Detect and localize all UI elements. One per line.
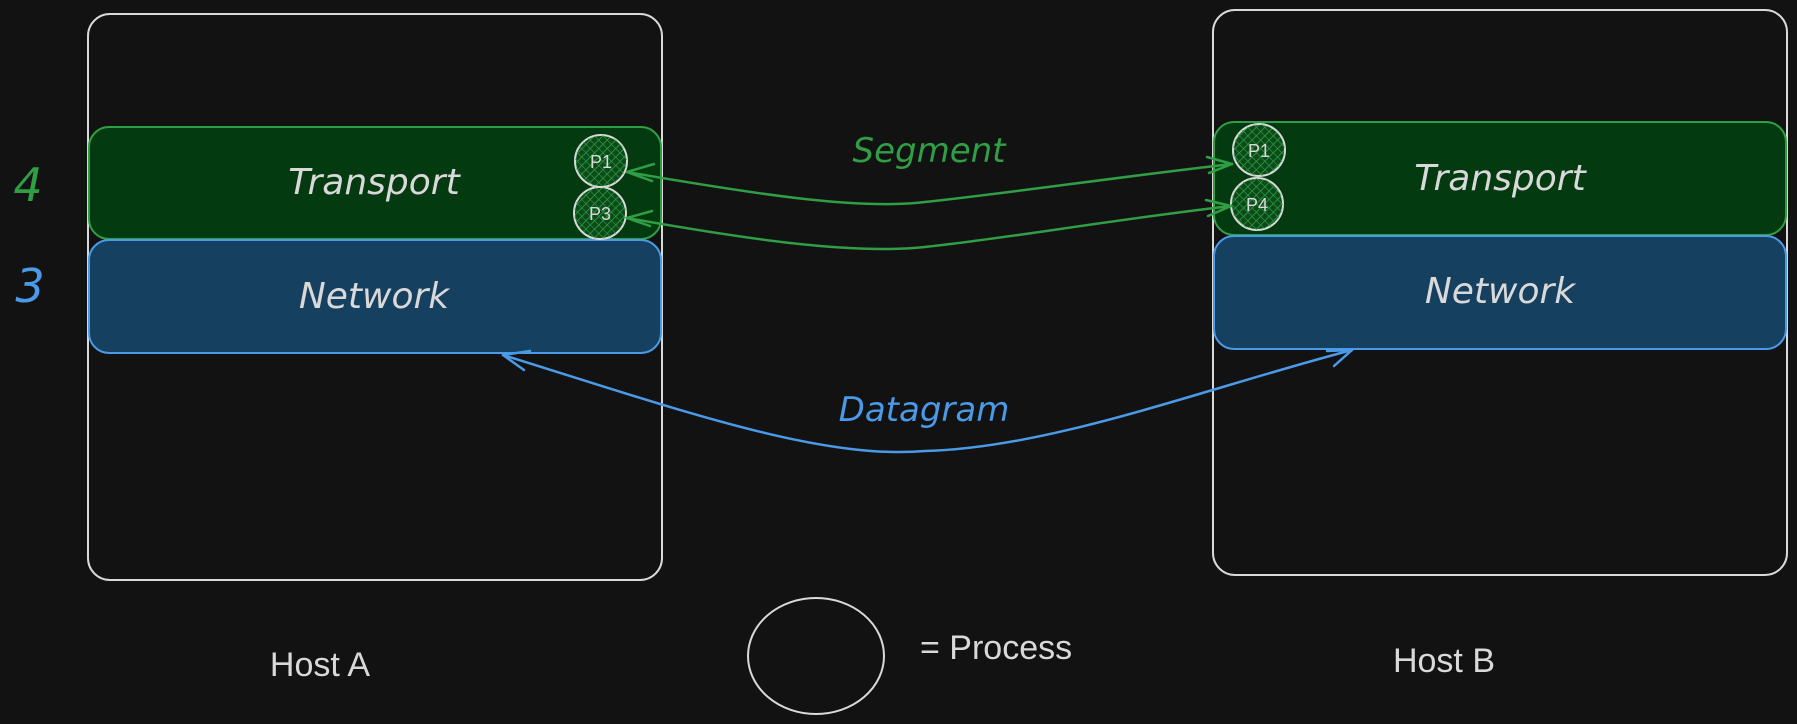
host-a-network-layer bbox=[88, 239, 662, 354]
layer-number-4: 4 bbox=[13, 158, 42, 212]
host-b-label: Host B bbox=[1393, 642, 1495, 680]
segment-link bbox=[625, 155, 1234, 251]
segment-arrow-p3-head-b bbox=[1204, 198, 1233, 218]
legend-process-text: = Process bbox=[920, 629, 1072, 667]
host-a-transport-label: Transport bbox=[288, 162, 461, 203]
host-b: Transport Network P1 P4 Host B bbox=[1212, 9, 1788, 680]
legend-process-circle bbox=[747, 597, 885, 715]
datagram-arrow-head-a bbox=[501, 349, 532, 372]
legend: = Process bbox=[747, 597, 1072, 715]
host-a: Transport Network P1 P3 Host A bbox=[87, 13, 663, 684]
datagram-link bbox=[501, 348, 1354, 454]
host-b-process-p4-label: P4 bbox=[1246, 195, 1268, 215]
host-a-process-p1: P1 bbox=[574, 134, 628, 188]
segment-arrow-p3-head-a bbox=[625, 209, 654, 228]
datagram-arrow bbox=[501, 348, 1354, 454]
host-a-network-label: Network bbox=[299, 276, 451, 317]
host-b-process-p1-label: P1 bbox=[1248, 141, 1270, 161]
host-a-label: Host A bbox=[270, 646, 370, 684]
segment-arrow-p1 bbox=[625, 162, 1234, 206]
host-b-network-label: Network bbox=[1425, 271, 1577, 312]
datagram-arrow-head-b bbox=[1325, 348, 1354, 368]
segment-arrow-p3 bbox=[625, 204, 1233, 251]
host-b-process-p4: P4 bbox=[1230, 177, 1284, 231]
host-b-network-layer bbox=[1213, 235, 1787, 350]
host-a-process-p1-label: P1 bbox=[590, 152, 612, 172]
host-a-process-p3-label: P3 bbox=[589, 204, 611, 224]
datagram-label: Datagram bbox=[839, 390, 1010, 430]
host-b-process-p1: P1 bbox=[1232, 123, 1286, 177]
segment-arrow-p1-head-a bbox=[625, 162, 656, 183]
layer-number-3: 3 bbox=[15, 259, 44, 313]
segment-label: Segment bbox=[853, 131, 1008, 171]
host-b-transport-label: Transport bbox=[1414, 158, 1587, 199]
segment-arrow-p1-head-b bbox=[1205, 155, 1234, 175]
host-a-process-p3: P3 bbox=[573, 186, 627, 240]
